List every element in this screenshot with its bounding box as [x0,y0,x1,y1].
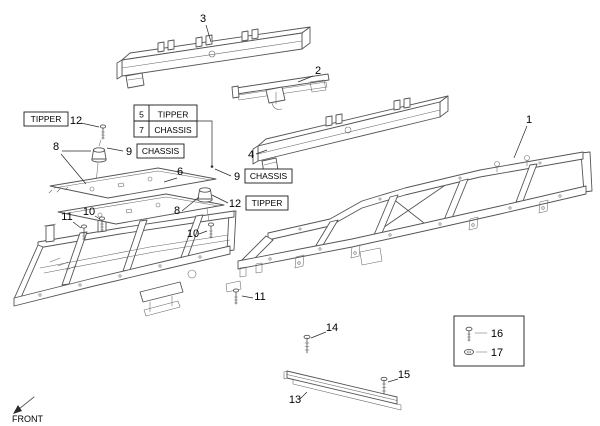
callout-12-upper: 12 [70,115,100,128]
callout-1-number: 1 [526,114,532,126]
callout-3: 3 [200,13,212,43]
legend-part7-number: 7 [139,125,144,135]
callout-15-leader [387,378,399,383]
callout-2-number: 2 [315,65,321,77]
front-direction-indicator: FRONT [12,396,43,424]
chassis-label-box [244,168,293,184]
callout-14-number: 14 [326,322,338,334]
callout-13-leader [299,391,308,400]
callout-15-number: 15 [398,369,410,381]
callout-8-number: 8 [53,141,59,153]
callout-8-leader [181,196,200,212]
tipper-label-box [23,111,69,127]
bolt-part11-left [80,224,88,241]
callout-9-number: 9 [234,171,240,183]
legend-part7-label: CHASSIS [154,125,192,135]
callout-1: 1 [513,114,532,159]
bolt-icon [465,326,473,342]
bolt-part15 [380,376,388,395]
callout-11-leader [72,221,82,229]
callout-9-chassis-right: 9 CHASSIS [214,168,293,184]
legend-part5-number: 5 [139,110,144,120]
bolt-part10-right [207,222,215,239]
callout-12-number: 12 [70,115,82,127]
callout-14: 14 [310,322,338,339]
rubber-pad-lower [197,187,213,203]
callout-10-number: 10 [187,228,199,240]
bolt-part12-upper [99,124,107,140]
front-arrow-icon [13,405,22,414]
callout-12-leader [211,194,229,204]
tipper-label-text: TIPPER [31,114,62,124]
callout-4-leader [255,149,268,155]
callout-9-number: 9 [126,146,132,158]
crossmember-part3-drawing [116,26,311,89]
callout-11-left: 11 [61,211,82,229]
crossmember-part4-drawing [252,95,449,174]
callout-6: 6 [163,166,183,183]
callout-14-leader [310,331,327,339]
chassis-frame-left-drawing [13,210,242,317]
chassis-label-box [136,143,185,159]
callout-11-number: 11 [254,291,265,303]
callout-16-number: 16 [491,328,503,340]
callout-10-leader [94,215,101,220]
callout-10-left: 10 [83,206,101,220]
washer-icon [464,348,474,356]
callout-8-upper: 8 [53,141,91,185]
legend-leader [197,120,213,165]
callout-9-leader [214,168,232,177]
callout-6-leader [163,177,178,183]
callout-9-leader [106,147,124,152]
callout-2: 2 [297,65,321,83]
callout-2-leader [297,75,314,83]
towing-crossmember-part2-drawing [231,73,330,110]
hardware-legend-box: 16 17 [453,315,525,367]
callout-12-tipper-right: 12 TIPPER [211,194,289,211]
legend-leader-dot [210,165,214,168]
callout-6-number: 6 [177,166,183,178]
callout-8-number: 8 [174,205,180,217]
chassis-frame-part1-drawing [237,151,593,278]
callout-3-leader [205,24,212,43]
reinforcement-bar-part13-drawing [283,370,402,411]
callout-1-leader [513,125,528,159]
legend-part5-part7: 5 TIPPER 7 CHASSIS [133,104,214,168]
hardware-box-frame [453,315,525,367]
front-label: FRONT [12,414,43,424]
callout-12-number: 12 [229,198,241,210]
callout-10-number: 10 [83,206,95,218]
callout-4-number: 4 [248,149,254,161]
rubber-pad-upper [91,147,107,163]
callout-3-number: 3 [200,13,206,25]
front-arrow-line [18,396,35,410]
callout-10-leader [198,230,208,235]
callout-12-leader [80,122,100,128]
callout-11-right: 11 [241,291,266,303]
callout-11-leader [241,295,254,299]
tipper-label-box [245,195,289,211]
callout-4: 4 [248,149,268,161]
callout-11-number: 11 [61,211,72,223]
callout-13: 13 [289,391,308,406]
callout-13-number: 13 [289,394,301,406]
tipper-label-text: TIPPER [252,198,283,208]
callout-8-leader-2 [60,153,87,185]
bolt-part14 [303,334,311,354]
callout-15: 15 [387,369,410,383]
callout-17-number: 17 [491,347,503,359]
chassis-label-text: CHASSIS [250,171,288,181]
callout-10-right: 10 [187,228,208,240]
callout-9-chassis-left: 9 CHASSIS [106,143,185,159]
chassis-label-text: CHASSIS [142,146,180,156]
callout-8-lower: 8 [174,196,200,217]
bolt-part11-right [232,288,240,305]
legend-part5-label: TIPPER [158,110,189,120]
label-tipper-upper-left: TIPPER [23,111,69,127]
tipper-mounting-plates-drawing [48,139,225,225]
